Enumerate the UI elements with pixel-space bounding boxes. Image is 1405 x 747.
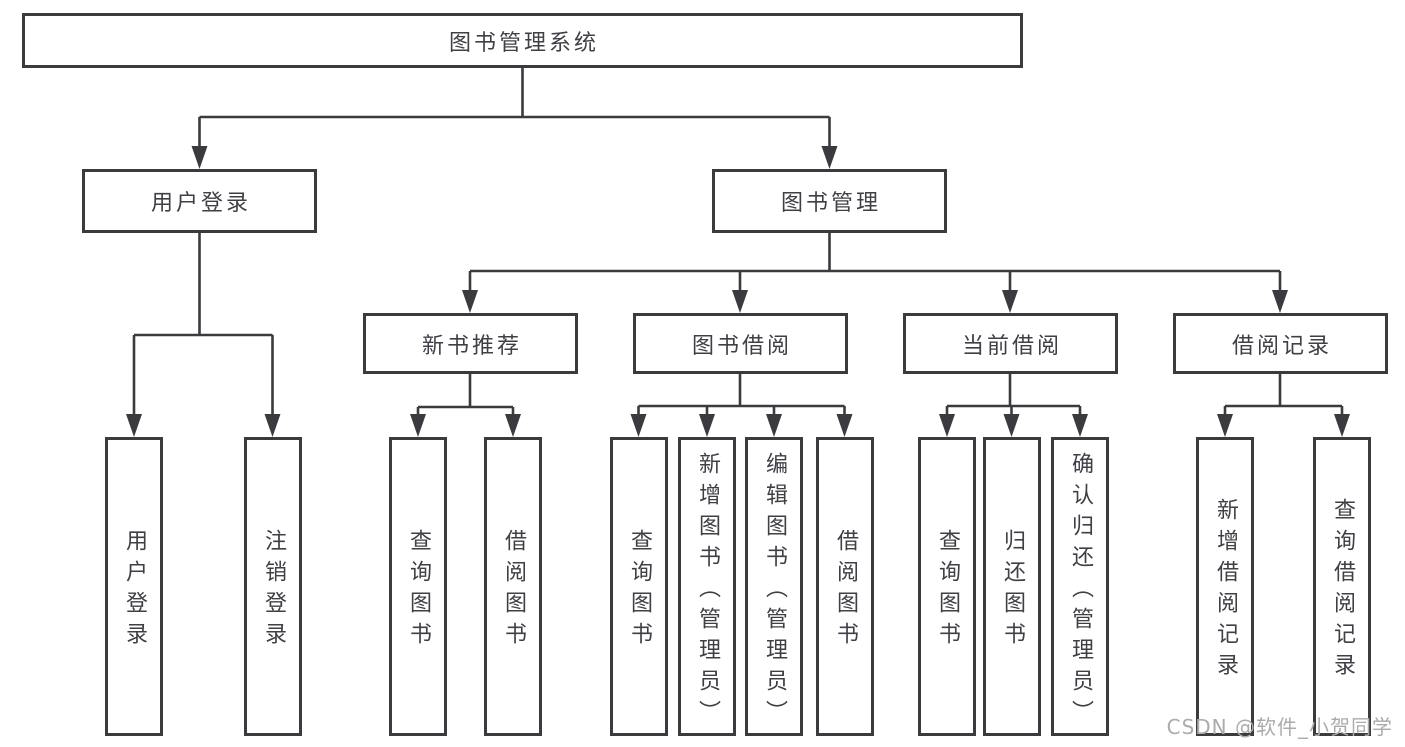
leaf-query-books-recommend: 查询图书 bbox=[389, 437, 447, 736]
connector-user-login-to-leaves bbox=[132, 233, 274, 418]
leaf-edit-books-admin: 编辑图书（管理员） bbox=[745, 437, 803, 736]
node-borrow-records: 借阅记录 bbox=[1173, 313, 1388, 374]
arrowhead bbox=[410, 414, 426, 437]
arrowhead bbox=[699, 414, 715, 437]
csdn-watermark: CSDN @软件_小贺同学 bbox=[1166, 715, 1393, 739]
arrowhead bbox=[1003, 414, 1020, 437]
arrowhead bbox=[1334, 414, 1350, 437]
leaf-add-borrow-record: 新增借阅记录 bbox=[1196, 437, 1254, 736]
leaf-add-books-admin: 新增图书（管理员） bbox=[678, 437, 736, 736]
arrowhead bbox=[732, 290, 748, 313]
leaf-borrow-books: 借阅图书 bbox=[816, 437, 874, 736]
node-new-book-recommend: 新书推荐 bbox=[363, 313, 578, 374]
connector-current-borrow-to-leaves bbox=[945, 374, 1082, 418]
arrowhead bbox=[264, 414, 281, 437]
node-book-management: 图书管理 bbox=[712, 169, 947, 233]
arrowhead bbox=[1217, 414, 1233, 437]
arrowhead bbox=[836, 414, 853, 437]
arrowhead bbox=[939, 414, 955, 437]
arrowheads bbox=[126, 146, 1350, 437]
node-root-library-management-system: 图书管理系统 bbox=[22, 13, 1023, 68]
arrowhead bbox=[505, 414, 521, 437]
arrowhead bbox=[191, 146, 208, 169]
leaf-logout-login: 注销登录 bbox=[244, 437, 302, 736]
connector-root-to-level2 bbox=[198, 68, 831, 150]
leaf-borrow-books-recommend: 借阅图书 bbox=[484, 437, 542, 736]
node-user-login: 用户登录 bbox=[82, 169, 317, 233]
arrowhead bbox=[1072, 414, 1088, 437]
leaf-return-books: 归还图书 bbox=[983, 437, 1041, 736]
leaf-user-login: 用户登录 bbox=[105, 437, 163, 736]
connector-new-book-recommend-to-leaves bbox=[416, 374, 515, 418]
node-current-borrow: 当前借阅 bbox=[903, 313, 1118, 374]
connector-borrow-records-to-leaves bbox=[1223, 374, 1344, 418]
connector-book-management-to-level3 bbox=[468, 233, 1282, 294]
leaf-confirm-return-admin: 确认归还（管理员） bbox=[1051, 437, 1109, 736]
arrowhead bbox=[1272, 290, 1288, 313]
arrowhead bbox=[630, 414, 647, 437]
leaf-query-books-borrow: 查询图书 bbox=[610, 437, 668, 736]
node-book-borrow: 图书借阅 bbox=[633, 313, 848, 374]
arrowhead bbox=[126, 414, 142, 437]
leaf-query-borrow-record: 查询借阅记录 bbox=[1313, 437, 1371, 736]
arrowhead bbox=[1002, 290, 1018, 313]
leaf-query-books-current: 查询图书 bbox=[918, 437, 976, 736]
connector-book-borrow-to-leaves bbox=[637, 374, 846, 418]
arrowhead bbox=[766, 414, 782, 437]
arrowhead bbox=[821, 146, 838, 169]
arrowhead bbox=[462, 290, 478, 313]
